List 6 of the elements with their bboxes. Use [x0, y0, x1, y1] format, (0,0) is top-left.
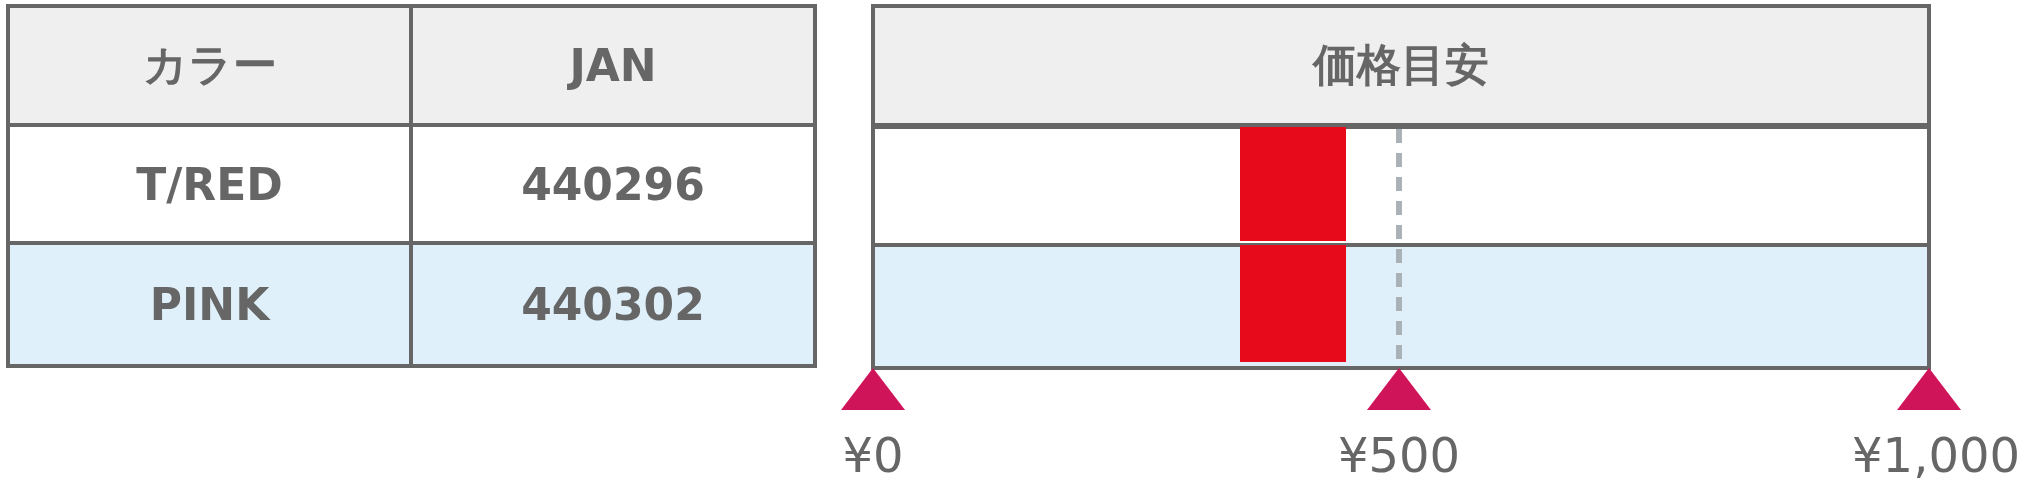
price-range-bar	[1240, 245, 1346, 362]
header-cell: 価格目安	[871, 4, 1931, 127]
price-range-bar	[1240, 127, 1346, 241]
tick-label: ¥1,000	[1852, 427, 2020, 483]
tick-label: ¥0	[842, 427, 904, 483]
tick-label: ¥500	[1337, 427, 1461, 483]
